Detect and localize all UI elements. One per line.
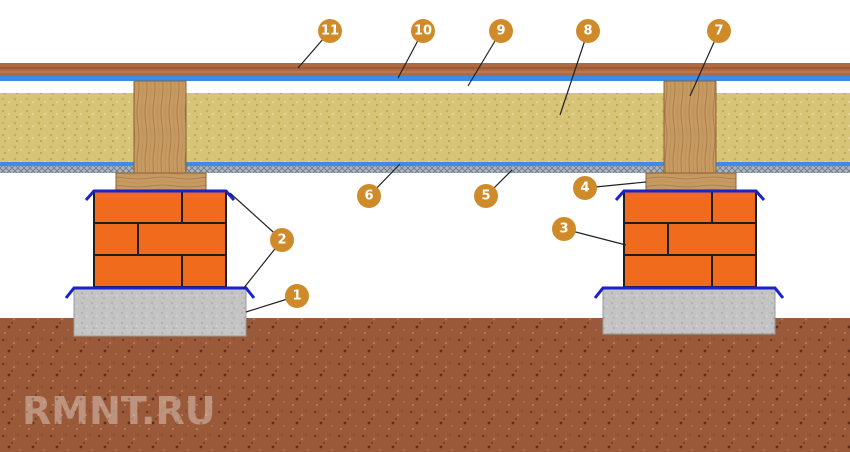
leader-line-8 xyxy=(559,30,589,116)
insulation-right xyxy=(716,93,850,162)
label-2-text: 2 xyxy=(277,233,286,248)
insulation-left xyxy=(0,93,134,162)
label-7: 7 xyxy=(707,19,731,43)
label-9: 9 xyxy=(489,19,513,43)
label-1: 1 xyxy=(285,284,309,308)
label-11-text: 11 xyxy=(321,24,339,39)
subfloor-board xyxy=(0,166,850,173)
label-8: 8 xyxy=(576,19,600,43)
brick-column-left xyxy=(93,190,227,288)
label-6: 6 xyxy=(357,184,381,208)
label-8-text: 8 xyxy=(583,24,592,39)
waterproofing-top-right xyxy=(614,189,766,201)
concrete-footing-right xyxy=(602,287,776,335)
concrete-footing-left xyxy=(73,287,247,337)
label-5-text: 5 xyxy=(481,189,490,204)
label-7-text: 7 xyxy=(714,24,723,39)
waterproof-membrane xyxy=(0,162,850,166)
beam-right xyxy=(645,172,737,192)
waterproofing-bottom-right xyxy=(593,286,785,299)
callouts: 11 10 9 8 7 6 5 4 3 2 1 xyxy=(270,19,731,308)
waterproofing-top-left xyxy=(84,189,236,201)
vapor-barrier-top xyxy=(0,76,850,81)
label-3-text: 3 xyxy=(559,222,568,237)
label-10-text: 10 xyxy=(414,24,432,39)
pier-right xyxy=(593,189,785,335)
ventilation-gap xyxy=(0,81,850,93)
floorboard xyxy=(0,63,850,76)
label-9-text: 9 xyxy=(496,24,505,39)
label-11: 11 xyxy=(318,19,342,43)
label-2: 2 xyxy=(270,228,294,252)
label-6-text: 6 xyxy=(364,189,373,204)
label-5: 5 xyxy=(474,184,498,208)
label-1-text: 1 xyxy=(292,289,301,304)
beam-left xyxy=(115,172,207,192)
soil-ground xyxy=(0,318,850,452)
waterproofing-bottom-left xyxy=(64,286,256,299)
brick-column-right xyxy=(623,190,757,288)
pier-left xyxy=(64,189,256,337)
label-4-text: 4 xyxy=(580,181,589,196)
watermark-text: RMNT.RU xyxy=(22,389,216,433)
label-10: 10 xyxy=(411,19,435,43)
label-3: 3 xyxy=(552,217,576,241)
label-4: 4 xyxy=(573,176,597,200)
insulation-middle xyxy=(186,93,664,162)
